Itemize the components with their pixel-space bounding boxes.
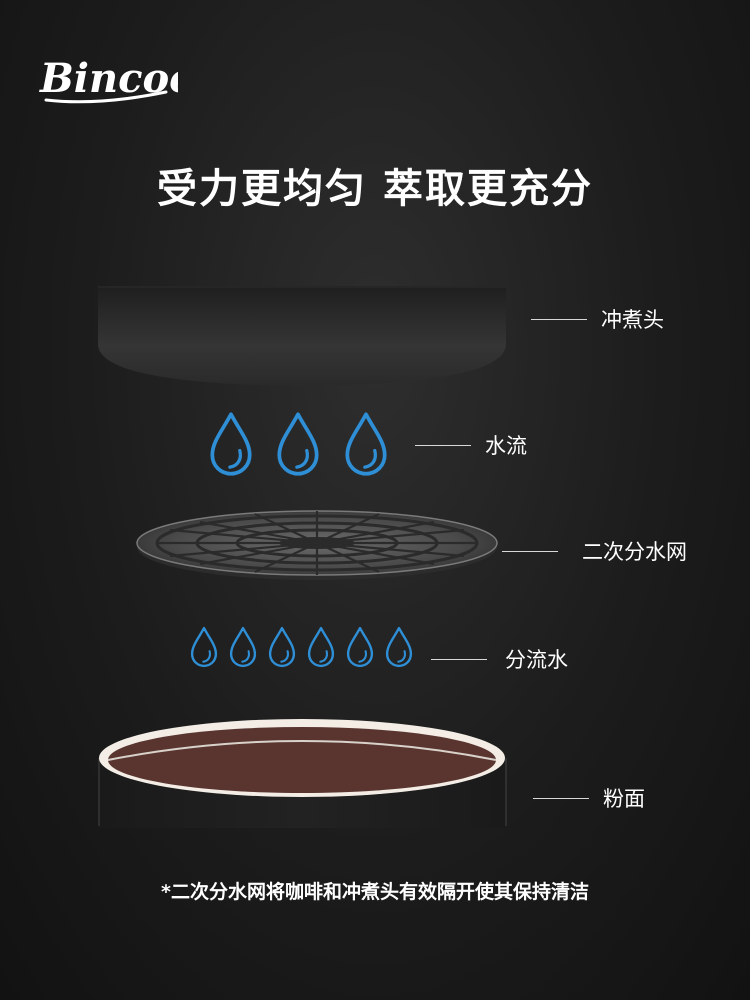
leader-line — [531, 318, 587, 320]
label-text: 水流 — [485, 434, 527, 458]
water-flow-drops — [210, 412, 387, 476]
water-drop-icon — [307, 626, 335, 668]
water-drop-icon — [190, 626, 218, 668]
coffee-basket-icon — [98, 719, 507, 828]
label-text: 二次分水网 — [582, 540, 687, 564]
leader-line — [533, 797, 589, 799]
label-text: 分流水 — [505, 648, 568, 672]
brew-head-disc — [98, 286, 506, 386]
coffee-grounds — [108, 727, 496, 793]
label-split-flow: 分流水 — [431, 644, 568, 674]
label-text: 粉面 — [603, 787, 645, 811]
page-headline: 受力更均匀 萃取更充分 — [157, 166, 593, 212]
water-drop-icon — [385, 626, 413, 668]
leader-line — [502, 550, 558, 552]
water-drop-icon — [346, 626, 374, 668]
water-drop-icon — [210, 412, 252, 476]
label-text: 冲煮头 — [601, 308, 664, 332]
label-brew-head: 冲煮头 — [531, 304, 664, 334]
footnote: *二次分水网将咖啡和冲煮头有效隔开使其保持清洁 — [161, 881, 589, 903]
leader-line — [431, 658, 487, 660]
water-drop-icon — [345, 412, 387, 476]
label-diffuser-screen: 二次分水网 — [502, 536, 687, 566]
water-drop-icon — [277, 412, 319, 476]
water-drop-icon — [268, 626, 296, 668]
leader-line — [415, 444, 471, 446]
diffuser-screen-icon — [136, 510, 498, 580]
brand-logo: Bincoo — [39, 55, 178, 104]
split-flow-drops — [190, 626, 413, 668]
label-water-flow: 水流 — [415, 430, 527, 460]
label-coffee-bed: 粉面 — [533, 783, 645, 813]
water-drop-icon — [229, 626, 257, 668]
